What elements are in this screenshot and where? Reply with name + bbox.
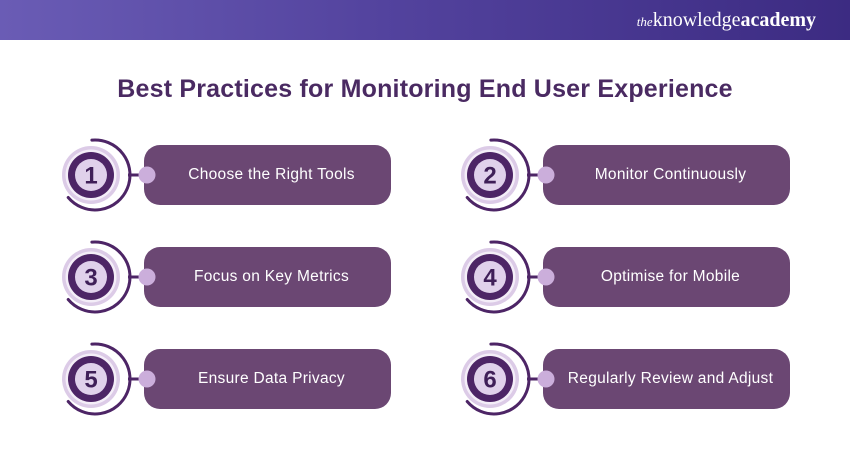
practice-card: Ensure Data Privacy [144, 349, 391, 409]
step-3-badge-icon: 3 [62, 240, 156, 314]
step-number: 1 [84, 163, 97, 190]
practice-item-2: 2 Monitor Continuously [456, 135, 790, 215]
practice-item-5: 5 Ensure Data Privacy [57, 339, 391, 419]
connector-dot [138, 166, 156, 184]
step-number: 6 [483, 367, 496, 394]
practice-card: Regularly Review and Adjust [543, 349, 790, 409]
connector-dot [138, 370, 156, 388]
connector-dot [138, 268, 156, 286]
practice-label: Choose the Right Tools [188, 166, 355, 183]
connector-dot [537, 268, 555, 286]
step-number: 2 [483, 163, 496, 190]
badge-arc [465, 342, 531, 416]
practice-item-1: 1 Choose the Right Tools [57, 135, 391, 215]
practice-label: Focus on Key Metrics [193, 268, 350, 285]
step-1-badge-icon: 1 [62, 138, 156, 212]
page-title: Best Practices for Monitoring End User E… [117, 75, 733, 103]
practice-card: Choose the Right Tools [144, 145, 391, 205]
badge-arc [66, 342, 132, 416]
badge-arc [66, 138, 132, 212]
practice-card: Monitor Continuously [543, 145, 790, 205]
step-6-badge-icon: 6 [461, 342, 555, 416]
practice-card: Optimise for Mobile [543, 247, 790, 307]
connector-dot [537, 370, 555, 388]
connector-dot [537, 166, 555, 184]
practice-label: Regularly Review and Adjust [567, 370, 774, 387]
step-number: 5 [84, 367, 97, 394]
practice-card: Focus on Key Metrics [144, 247, 391, 307]
step-number: 4 [483, 265, 497, 292]
knowledge-academy-logo: theknowledgeacademy [637, 10, 816, 30]
step-number: 3 [84, 265, 97, 292]
logo-the: the [636, 14, 653, 29]
badge-arc [465, 240, 531, 314]
practice-item-6: 6 Regularly Review and Adjust [456, 339, 790, 419]
logo-academy: academy [740, 9, 816, 31]
step-5-badge-icon: 5 [62, 342, 156, 416]
practice-label: Ensure Data Privacy [198, 370, 345, 387]
header-bar: theknowledgeacademy [0, 0, 850, 40]
practice-label: Monitor Continuously [594, 166, 747, 183]
step-4-badge-icon: 4 [461, 240, 555, 314]
logo-knowledge: knowledge [652, 9, 741, 31]
badge-arc [465, 138, 531, 212]
badge-arc [66, 240, 132, 314]
step-2-badge-icon: 2 [461, 138, 555, 212]
practices-grid: 1 Choose the Right Tools 2 Monitor Conti… [57, 135, 790, 419]
practice-label: Optimise for Mobile [600, 268, 741, 285]
practice-item-4: 4 Optimise for Mobile [456, 237, 790, 317]
practice-item-3: 3 Focus on Key Metrics [57, 237, 391, 317]
